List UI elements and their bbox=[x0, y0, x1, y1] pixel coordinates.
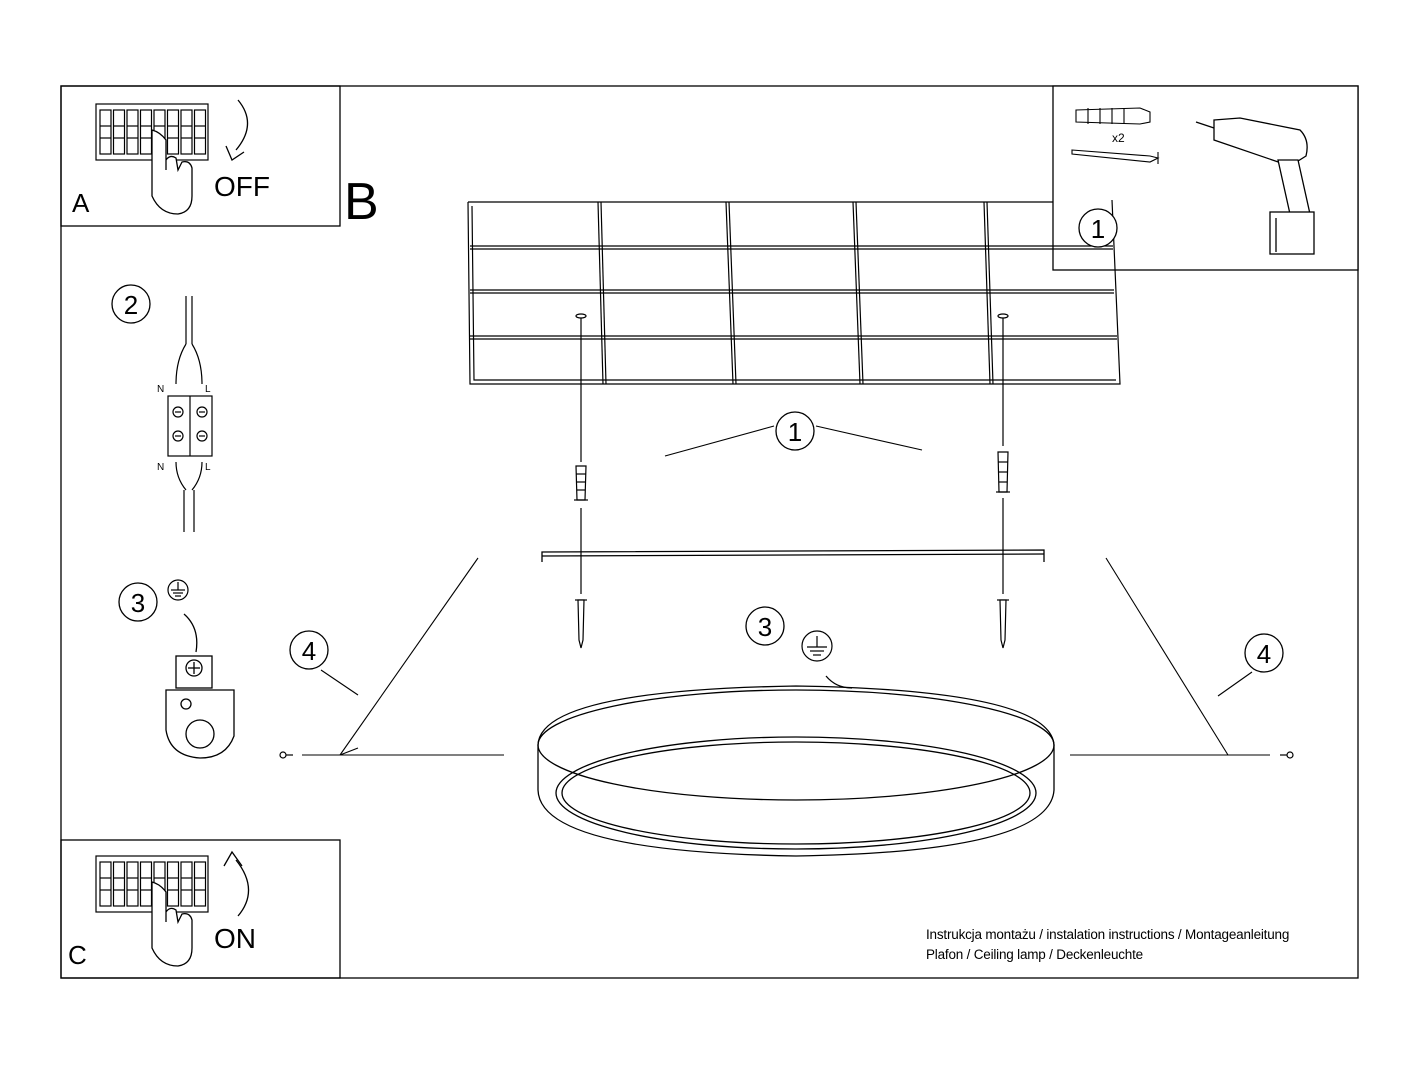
drill-guides bbox=[575, 313, 1009, 594]
step-2-number: 2 bbox=[124, 290, 138, 320]
panel-c-action: ON bbox=[214, 923, 256, 954]
step-4-number: 4 bbox=[302, 636, 316, 666]
neutral-label: N bbox=[157, 384, 164, 395]
mounting-bracket bbox=[541, 549, 1045, 562]
hand-icon bbox=[151, 881, 193, 967]
wall-plug-icon bbox=[996, 451, 1010, 493]
screw-icon bbox=[1280, 751, 1294, 759]
step-4-circle bbox=[289, 630, 329, 670]
callout-lines bbox=[302, 425, 1270, 756]
drill-icon bbox=[1195, 117, 1315, 255]
step-3-circle bbox=[745, 606, 785, 646]
footer-line-1: Instrukcja montażu / instalation instruc… bbox=[926, 927, 1290, 942]
panel-c-letter: C bbox=[68, 940, 87, 970]
diagram-frame bbox=[60, 85, 1359, 979]
step-1-circle bbox=[775, 411, 815, 451]
ceiling-tiles bbox=[467, 199, 1121, 385]
neutral-label: N bbox=[157, 462, 164, 473]
panel-c-box bbox=[60, 839, 341, 979]
hand-icon bbox=[151, 129, 193, 215]
step-3-number: 3 bbox=[758, 612, 772, 642]
panel-b-letter: B bbox=[344, 173, 379, 231]
footer-line-2: Plafon / Ceiling lamp / Deckenleuchte bbox=[926, 947, 1143, 962]
screw-icon bbox=[997, 599, 1009, 649]
step-3-circle bbox=[118, 582, 158, 622]
step-1-circle bbox=[1078, 208, 1118, 248]
arrow-down-icon bbox=[225, 99, 249, 161]
ground-icon bbox=[801, 630, 833, 662]
wall-plug-icon bbox=[574, 465, 588, 501]
panel-a-box bbox=[60, 85, 341, 227]
panel-a-action: OFF bbox=[214, 171, 270, 202]
ceiling-lamp bbox=[537, 675, 1055, 857]
step-3-number: 3 bbox=[131, 588, 145, 618]
wiring-connector bbox=[167, 296, 213, 532]
live-label: L bbox=[205, 384, 211, 395]
ground-icon bbox=[167, 579, 189, 601]
footer-caption: Instrukcja montażu / instalation instruc… bbox=[926, 925, 1289, 965]
quantity-label: x2 bbox=[1112, 131, 1125, 145]
ground-terminal bbox=[165, 613, 235, 759]
step-1-number: 1 bbox=[788, 417, 802, 447]
step-2-circle bbox=[111, 284, 151, 324]
wall-plug-icon bbox=[1075, 107, 1151, 125]
step-4-circle bbox=[1244, 633, 1284, 673]
live-label: L bbox=[205, 462, 211, 473]
screw-icon bbox=[575, 599, 587, 649]
step-1-number: 1 bbox=[1091, 214, 1105, 244]
screw-icon bbox=[279, 751, 293, 759]
screw-icon bbox=[1071, 149, 1160, 164]
step-4-number: 4 bbox=[1257, 639, 1271, 669]
panel-a-letter: A bbox=[72, 188, 90, 218]
arrow-up-icon bbox=[223, 850, 250, 917]
